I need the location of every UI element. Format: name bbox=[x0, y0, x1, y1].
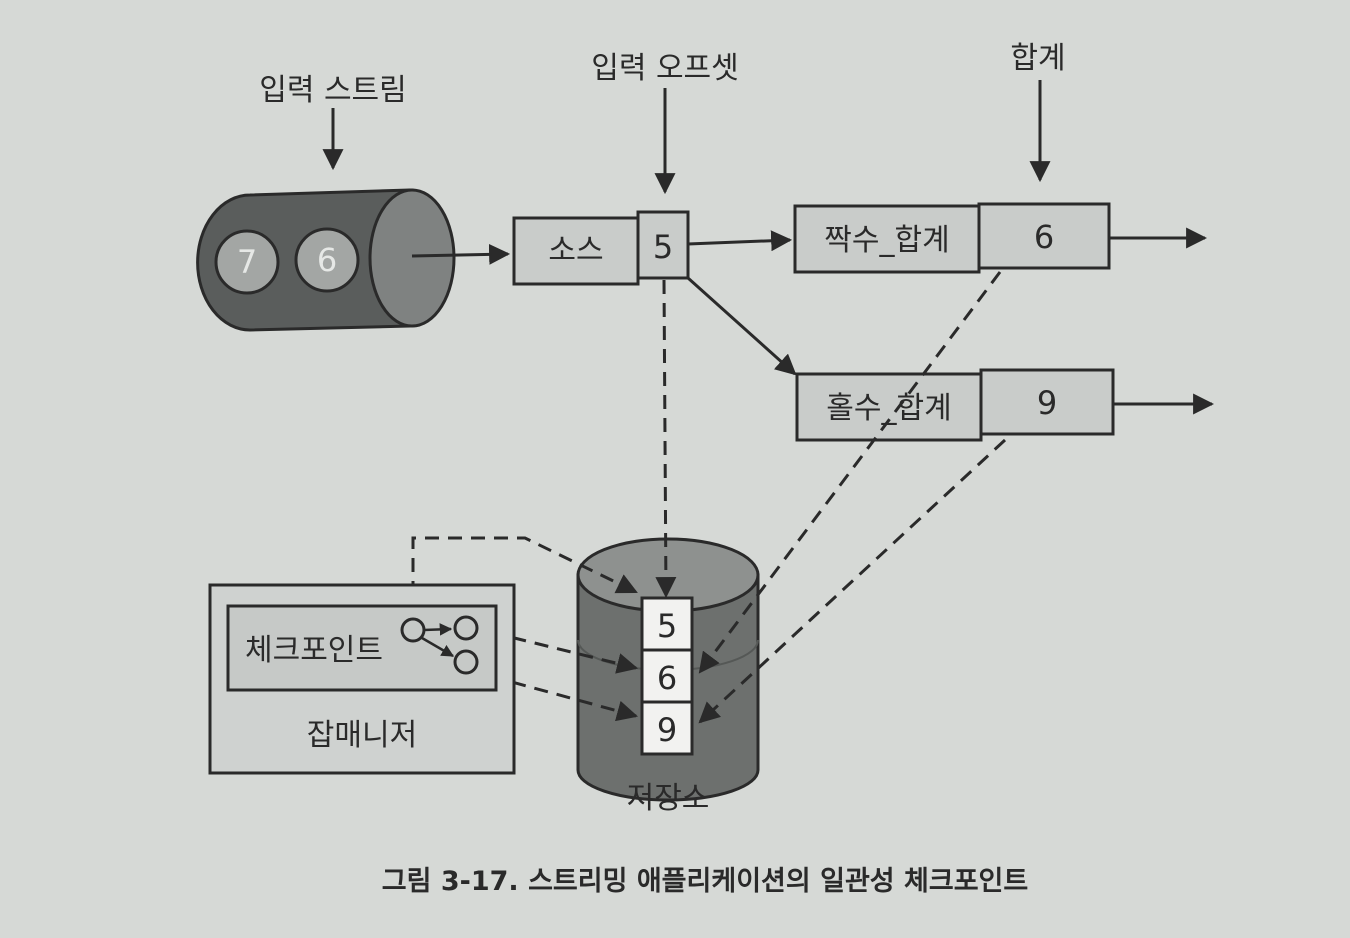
store-slot bbox=[640, 648, 694, 704]
store-label: 저장소 bbox=[627, 781, 710, 816]
odd-snapshot-line bbox=[698, 438, 1007, 724]
store-slot bbox=[640, 700, 694, 756]
stream-record-label: 6 bbox=[317, 241, 337, 279]
source-offset: 5 bbox=[653, 228, 673, 266]
input-offset-label: 입력 오프셋 bbox=[591, 51, 739, 86]
source-label: 소스 bbox=[548, 233, 603, 268]
even-sum-label: 짝수_합계 bbox=[824, 223, 949, 258]
checkpoint-node-icon bbox=[400, 617, 426, 643]
source-to-even-arrow bbox=[687, 230, 793, 252]
store-value: 6 bbox=[657, 659, 677, 697]
job-manager: 체크포인트 잡매니저 bbox=[208, 583, 516, 775]
input-stream-cylinder: 7 6 bbox=[196, 188, 456, 332]
checkpoint-node-icon bbox=[453, 615, 479, 641]
stream-record bbox=[214, 229, 280, 295]
input-stream-label: 입력 스트림 bbox=[259, 73, 407, 108]
store-value: 5 bbox=[657, 607, 677, 645]
even-sum-operator: 짝수_합계 6 bbox=[793, 202, 1111, 274]
odd-sum-operator: 홀수_합계 9 bbox=[795, 368, 1115, 442]
checkpoint-label: 체크포인트 bbox=[245, 633, 383, 668]
odd-sum-value: 9 bbox=[1037, 384, 1057, 422]
checkpoint-barrier-line bbox=[411, 536, 638, 618]
checkpoint-coordinator bbox=[226, 604, 498, 692]
stream-record-label: 7 bbox=[237, 243, 257, 281]
store-value: 9 bbox=[657, 711, 677, 749]
source-snapshot-line bbox=[655, 279, 677, 599]
source-operator: 소스 5 bbox=[512, 210, 690, 286]
job-manager-label: 잡매니저 bbox=[307, 718, 417, 753]
figure-caption: 그림 3-17. 스트리밍 애플리케이션의 일관성 체크포인트 bbox=[382, 866, 1028, 897]
checkpoint-node-icon bbox=[453, 649, 479, 675]
source-to-odd-arrow bbox=[686, 276, 797, 376]
sum-label: 합계 bbox=[1010, 41, 1065, 76]
even-snapshot-line bbox=[698, 271, 1002, 674]
stream-record bbox=[294, 227, 360, 293]
even-sum-value: 6 bbox=[1034, 218, 1054, 256]
stream-to-source-arrow bbox=[411, 243, 511, 265]
state-store-cylinder: 5 6 9 bbox=[576, 537, 760, 802]
